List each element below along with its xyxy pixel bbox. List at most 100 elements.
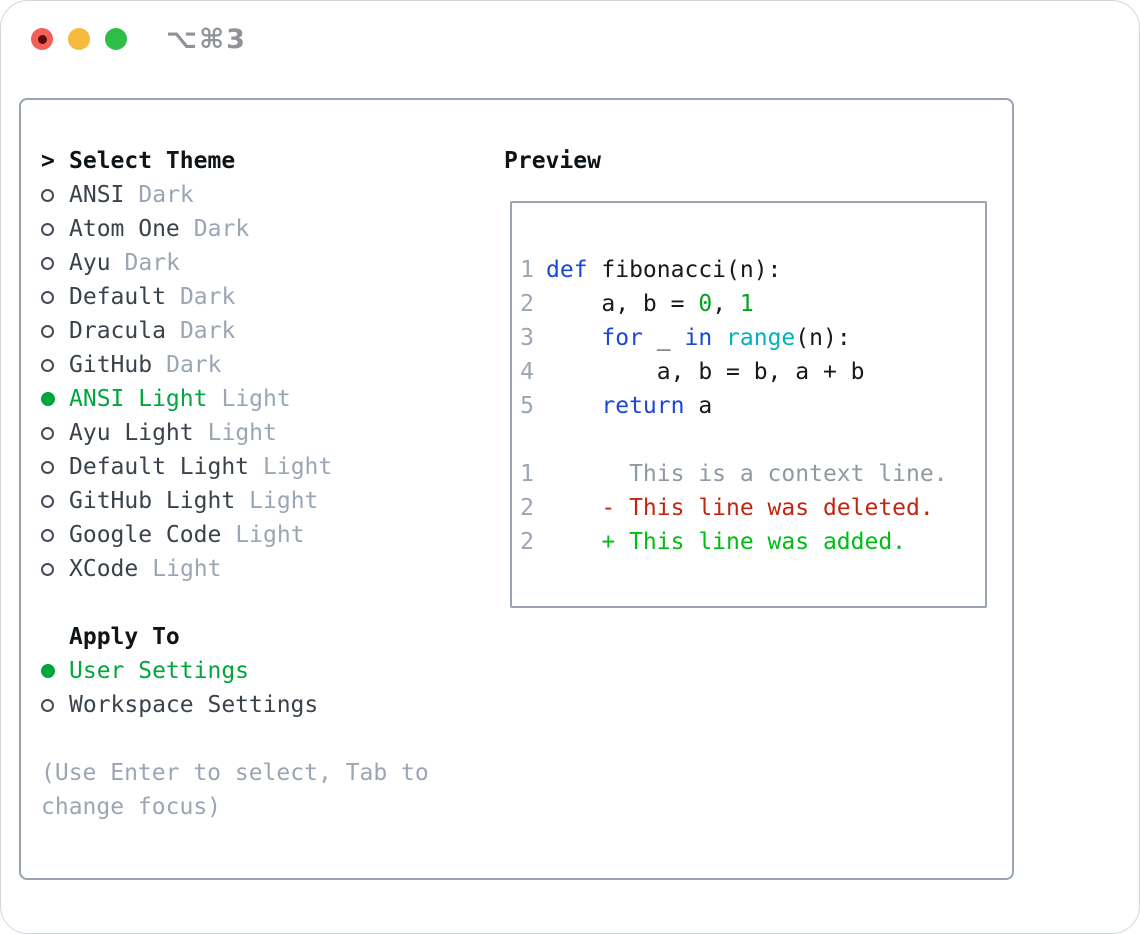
focus-prompt-icon: > <box>41 148 55 174</box>
code-token-plain: , <box>712 291 740 317</box>
theme-option[interactable]: GitHub Light Light <box>41 484 486 518</box>
apply-to-header-row: Apply To <box>41 620 486 654</box>
radio-unselected-icon <box>41 494 54 508</box>
code-token-del: - This line was deleted. <box>546 495 934 521</box>
option-label: XCode <box>69 556 139 582</box>
select-theme-header-row: > Select Theme <box>41 144 486 178</box>
option-label: Default Light <box>69 454 250 480</box>
theme-option[interactable]: Ayu Dark <box>41 246 486 280</box>
apply-to-option[interactable]: Workspace Settings <box>41 688 486 722</box>
code-token-plain: _ <box>642 325 685 351</box>
preview-code-line: 3 for _ in range(n): <box>520 321 985 355</box>
option-variant-label: Dark <box>124 250 180 276</box>
close-button[interactable] <box>31 28 53 50</box>
preview-header-row: Preview <box>504 144 994 178</box>
option-label: Dracula <box>69 318 166 344</box>
code-token-kw: for <box>601 325 643 351</box>
preview-code-line: 5 return a <box>520 389 985 423</box>
option-label: ANSI Light <box>69 386 208 412</box>
radio-unselected-icon <box>41 562 54 576</box>
code-token-plain <box>546 393 601 419</box>
code-token-lit: 0 <box>698 291 713 317</box>
marker-cell <box>41 256 69 270</box>
code-token-plain: a, b = <box>546 291 699 317</box>
theme-option[interactable]: ANSI Dark <box>41 178 486 212</box>
option-variant-label: Dark <box>179 284 236 310</box>
marker-cell <box>41 664 69 678</box>
option-variant-label: Light <box>207 420 277 446</box>
help-text: (Use Enter to select, Tab to change focu… <box>41 760 429 820</box>
code-token-plain: fibonacci(n): <box>587 257 782 283</box>
marker-cell <box>41 426 69 440</box>
spacer <box>41 722 486 756</box>
theme-option[interactable]: ANSI Light Light <box>41 382 486 416</box>
radio-unselected-icon <box>41 358 54 372</box>
marker-cell <box>41 222 69 236</box>
radio-selected-icon <box>41 664 55 678</box>
theme-option[interactable]: Google Code Light <box>41 518 486 552</box>
code-token-lit: 1 <box>739 291 754 317</box>
minimize-button[interactable] <box>68 28 90 50</box>
option-label: Default <box>69 284 166 310</box>
code-token-plain <box>546 325 601 351</box>
option-variant-label: Dark <box>138 182 194 208</box>
radio-unselected-icon <box>41 698 54 712</box>
line-number: 4 <box>520 359 534 385</box>
option-variant-label: Light <box>263 454 333 480</box>
code-token-plain <box>712 325 726 351</box>
marker-cell <box>41 358 69 372</box>
code-token-kw: in <box>684 325 713 351</box>
line-number: 2 <box>520 495 534 521</box>
option-variant-label: Light <box>221 386 291 412</box>
theme-option[interactable]: Ayu Light Light <box>41 416 486 450</box>
line-number: 1 <box>520 257 534 283</box>
theme-option[interactable]: Default Dark <box>41 280 486 314</box>
radio-unselected-icon <box>41 256 54 270</box>
line-number: 2 <box>520 291 534 317</box>
option-variant-label: Dark <box>193 216 250 242</box>
code-token-plain: a <box>684 393 713 419</box>
window-title: ⌥⌘3 <box>166 23 247 55</box>
option-variant-label: Dark <box>166 352 222 378</box>
radio-unselected-icon <box>41 188 54 202</box>
marker-cell <box>41 460 69 474</box>
option-variant-label: Light <box>249 488 319 514</box>
marker-cell <box>41 562 69 576</box>
zoom-button[interactable] <box>105 28 127 50</box>
option-label: ANSI <box>69 182 125 208</box>
option-label: GitHub Light <box>69 488 236 514</box>
spacer <box>41 586 486 620</box>
theme-option[interactable]: Default Light Light <box>41 450 486 484</box>
option-label: GitHub <box>69 352 153 378</box>
marker-cell <box>41 494 69 508</box>
theme-option[interactable]: XCode Light <box>41 552 486 586</box>
preview-code-line: 2 - This line was deleted. <box>520 491 985 525</box>
radio-unselected-icon <box>41 290 54 304</box>
preview-code-line: 1 This is a context line. <box>520 457 985 491</box>
line-number: 5 <box>520 393 534 419</box>
unsaved-changes-indicator-icon <box>37 34 47 44</box>
line-number: 1 <box>520 461 534 487</box>
apply-to-option[interactable]: User Settings <box>41 654 486 688</box>
marker-cell <box>41 528 69 542</box>
preview-code-line: 2 + This line was added. <box>520 525 985 559</box>
marker-cell <box>41 188 69 202</box>
radio-unselected-icon <box>41 222 54 236</box>
preview-code-line: 2 a, b = 0, 1 <box>520 287 985 321</box>
option-label: Google Code <box>69 522 222 548</box>
preview-header: Preview <box>504 148 601 174</box>
option-label: User Settings <box>69 658 250 684</box>
theme-option[interactable]: GitHub Dark <box>41 348 486 382</box>
option-variant-label: Light <box>152 556 222 582</box>
option-label: Ayu Light <box>69 420 194 446</box>
titlebar: ⌥⌘3 <box>31 24 247 55</box>
marker-cell <box>41 324 69 338</box>
radio-unselected-icon <box>41 460 54 474</box>
option-variant-label: Light <box>235 522 305 548</box>
option-label: Ayu <box>69 250 111 276</box>
